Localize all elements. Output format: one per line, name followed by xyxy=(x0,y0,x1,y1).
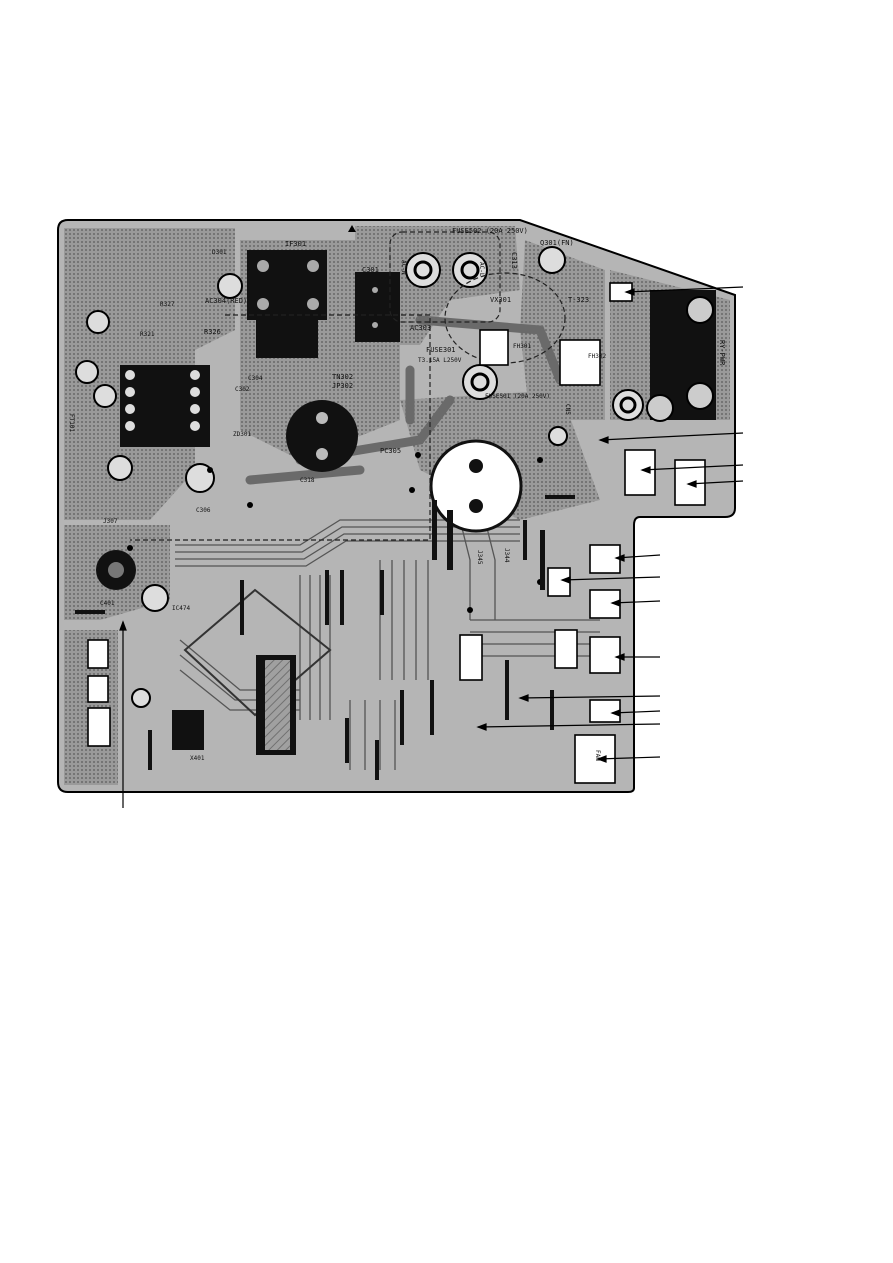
ac304-label: AC304(RED) xyxy=(205,297,247,305)
if301-label: IF301 xyxy=(285,240,306,248)
ic-qfp xyxy=(172,588,332,755)
fuse301-rating: T3.15A L250V xyxy=(418,357,462,364)
ac-n-label: AC-N xyxy=(400,260,407,275)
j307-label: J307 xyxy=(103,518,118,525)
electrolytic-cap-large xyxy=(429,439,523,533)
c313-label: C313 xyxy=(510,252,518,269)
pc305-label: PC305 xyxy=(380,447,401,455)
vx301-label: VX301 xyxy=(490,296,511,304)
transformer-if301 xyxy=(247,250,327,358)
j345-label: J345 xyxy=(476,550,483,565)
r326-label: R326 xyxy=(204,328,221,336)
jp302-label: JP302 xyxy=(332,382,353,390)
fh302-label: FH302 xyxy=(588,353,606,360)
round-components xyxy=(75,246,644,708)
c306-label: C306 xyxy=(196,507,211,514)
c302-label: C302 xyxy=(235,386,250,393)
capacitor-c301 xyxy=(355,272,400,342)
ry-pwr-label: RY-PWR xyxy=(718,340,726,366)
j344-label: J344 xyxy=(503,548,510,563)
ac-l-label: AC-L xyxy=(478,262,485,277)
zd301-label: ZD301 xyxy=(233,431,251,438)
fuse502-label: FUSE502 (20A 250V) xyxy=(452,227,528,235)
silkscreen-labels: FUSE502 (20A 250V) C313 Q301(FN) IF301 C… xyxy=(68,227,726,762)
orientation-marker xyxy=(348,225,356,232)
r321-label: R321 xyxy=(140,331,155,338)
fuse-rings xyxy=(413,260,637,414)
fan-label: FAN xyxy=(594,750,601,761)
cn5-label: CN5 xyxy=(564,404,571,415)
callout-lines xyxy=(119,286,744,808)
electrolytic-cap-c401 xyxy=(96,550,136,590)
r327-label: R327 xyxy=(160,301,175,308)
t323-label: T-323 xyxy=(568,296,589,304)
x401-label: X401 xyxy=(190,755,205,762)
c301-label: C301 xyxy=(362,266,379,274)
c318-label: C318 xyxy=(300,477,315,484)
ac303-label: AC303 xyxy=(410,324,431,332)
component-bars xyxy=(75,495,575,780)
q301-label: Q301(FN) xyxy=(540,239,574,247)
fuse301-label: FUSE301 xyxy=(426,346,456,354)
heatsink-block xyxy=(120,365,210,447)
fuse501-label: FUSE501 (20A 250V) xyxy=(485,393,550,400)
relay-ry-pwr xyxy=(646,290,716,422)
fh301-label: FH301 xyxy=(513,343,531,350)
ft101-label: FT101 xyxy=(68,414,75,432)
ic474-label: IC474 xyxy=(172,605,190,612)
c304-label: C304 xyxy=(248,375,263,382)
electrolytic-cap-c318 xyxy=(286,400,358,472)
c401-label: C401 xyxy=(100,600,115,607)
d301-label: D301 xyxy=(212,249,227,256)
tn302-label: TN302 xyxy=(332,373,353,381)
